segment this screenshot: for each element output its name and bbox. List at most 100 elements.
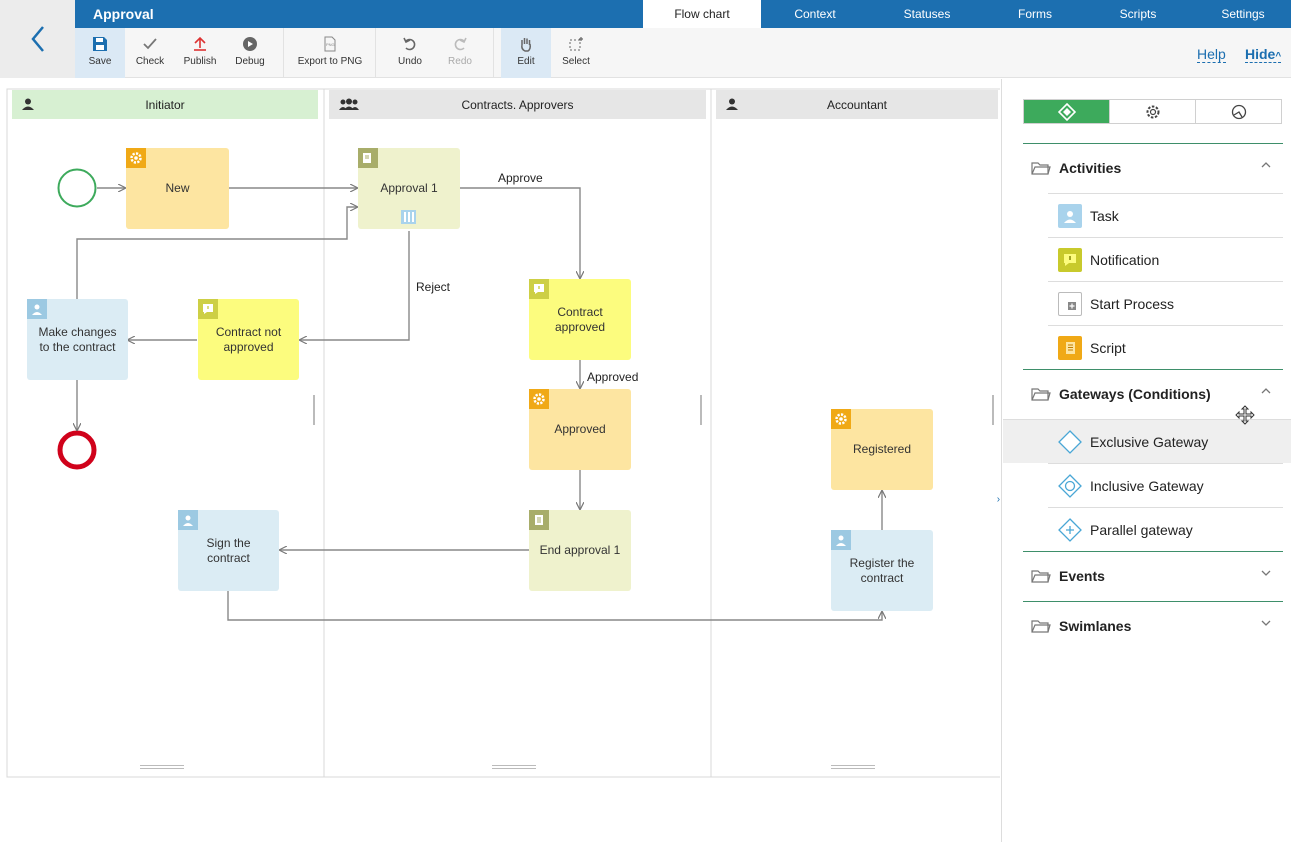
notification-node-contract-not-approved[interactable]: Contract not approved [198,299,299,380]
lane-header-approvers[interactable]: Contracts. Approvers [329,90,706,119]
tab-statuses[interactable]: Statuses [903,7,951,21]
tab-scripts[interactable]: Scripts [1119,7,1157,21]
approval-node-approval-1[interactable]: Approval 1 [358,148,460,229]
flowchart-connectors [6,88,1000,778]
palette-item-notification[interactable]: Notification [1048,237,1283,281]
lane-resize-handle[interactable] [700,395,702,425]
help-link[interactable]: Help [1197,46,1226,63]
user-icon [22,98,34,110]
lane-resize-handle[interactable] [992,395,994,425]
script-node-approved[interactable]: Approved [529,389,631,470]
palette-item-start-process[interactable]: Start Process [1048,281,1283,325]
hide-panel-link[interactable]: Hide^ [1245,46,1282,63]
redo-icon [454,37,467,51]
check-button[interactable]: Check [125,28,175,78]
chevron-left-icon [30,26,44,52]
gear-icon [831,409,851,429]
palette-item-task[interactable]: Task [1048,193,1283,237]
lane-height-handle[interactable] [492,765,536,769]
user-task-icon [1058,203,1082,228]
parallel-marker-icon [401,210,416,224]
floppy-disk-icon [93,37,107,51]
start-event[interactable] [57,168,97,208]
toolbar-divider [493,28,494,78]
redo-button[interactable]: Redo [435,28,485,78]
user-task-icon [831,530,851,550]
palette-item-exclusive-gateway[interactable]: Exclusive Gateway [1003,419,1291,463]
tab-settings[interactable]: Settings [1221,7,1265,21]
palette-item-script[interactable]: Script [1048,325,1283,369]
lane-header-initiator[interactable]: Initiator [12,90,318,119]
select-mode-button[interactable]: Select [551,28,601,78]
undo-button[interactable]: Undo [385,28,435,78]
notification-icon [198,299,218,319]
tab-context[interactable]: Context [794,7,836,21]
users-group-icon [339,98,359,110]
section-activities[interactable]: Activities [1023,143,1283,191]
debug-button[interactable]: Debug [225,28,275,78]
toolbar-divider [375,28,376,78]
palette-item-parallel-gateway[interactable]: Parallel gateway [1048,507,1283,551]
section-swimlanes[interactable]: Swimlanes [1023,601,1283,649]
panel-tab-navigator[interactable] [1196,100,1281,123]
script-node-registered[interactable]: Registered [831,409,933,490]
section-gateways[interactable]: Gateways (Conditions) [1023,369,1283,417]
task-node-make-changes[interactable]: Make changes to the contract [27,299,128,380]
gear-icon [1146,105,1159,118]
start-process-icon [1058,291,1082,316]
section-events[interactable]: Events [1023,551,1283,599]
approval-end-node[interactable]: End approval 1 [529,510,631,591]
document-icon [529,510,549,530]
elements-panel: Activities Task Notification Start Proce… [1001,79,1291,842]
tab-flow-chart[interactable]: Flow chart [643,0,761,28]
lane-height-handle[interactable] [831,765,875,769]
edge-label-reject: Reject [416,280,451,294]
undo-icon [403,37,416,51]
checkmark-icon [143,38,157,50]
lane-header-accountant[interactable]: Accountant [716,90,998,119]
tab-forms[interactable]: Forms [1018,7,1052,21]
exclusive-gateway-icon [1058,429,1082,454]
script-node-new[interactable]: New [126,148,229,229]
publish-button[interactable]: Publish [175,28,225,78]
folder-open-icon [1031,619,1051,633]
user-icon [726,98,738,110]
notification-icon [1058,247,1082,272]
flowchart-canvas[interactable]: Initiator Contracts. Approvers Accountan… [0,79,1000,842]
script-document-icon [1058,335,1082,360]
toolbar: Save Check Publish Debug PNG Export to P… [75,28,1291,78]
panel-tab-elements[interactable] [1024,100,1110,123]
approval-document-icon [358,148,378,168]
app-title: Approval [93,6,154,22]
folder-open-icon [1031,569,1051,583]
palette-item-inclusive-gateway[interactable]: Inclusive Gateway [1048,463,1283,507]
chevron-up-icon [1261,388,1271,394]
notification-node-contract-approved[interactable]: Contract approved [529,279,631,360]
move-cursor-icon [1235,405,1255,425]
lane-height-handle[interactable] [140,765,184,769]
hand-icon [521,38,531,52]
edge-label-approve: Approve [498,171,543,185]
save-button[interactable]: Save [75,28,125,78]
chevron-up-icon: ^ [1275,51,1282,62]
lane-resize-handle[interactable] [313,395,315,425]
edit-mode-button[interactable]: Edit [501,28,551,78]
end-event[interactable] [57,430,97,470]
export-png-button[interactable]: PNG Export to PNG [290,28,370,78]
inclusive-gateway-icon [1058,473,1082,498]
notification-icon [529,279,549,299]
back-button[interactable] [0,0,75,78]
user-task-icon [27,299,47,319]
toolbar-divider [283,28,284,78]
chevron-down-icon [1261,570,1271,576]
edge-label-approved: Approved [587,370,639,384]
chevron-up-icon [1261,162,1271,168]
panel-tab-settings[interactable] [1110,100,1196,123]
select-area-icon [569,37,583,51]
task-node-sign-contract[interactable]: Sign the contract [178,510,279,591]
gear-icon [529,389,549,409]
compass-icon [1231,104,1246,119]
top-bar: Approval Flow chart Context Statuses For… [75,0,1291,28]
task-node-register-contract[interactable]: Register the contract [831,530,933,611]
